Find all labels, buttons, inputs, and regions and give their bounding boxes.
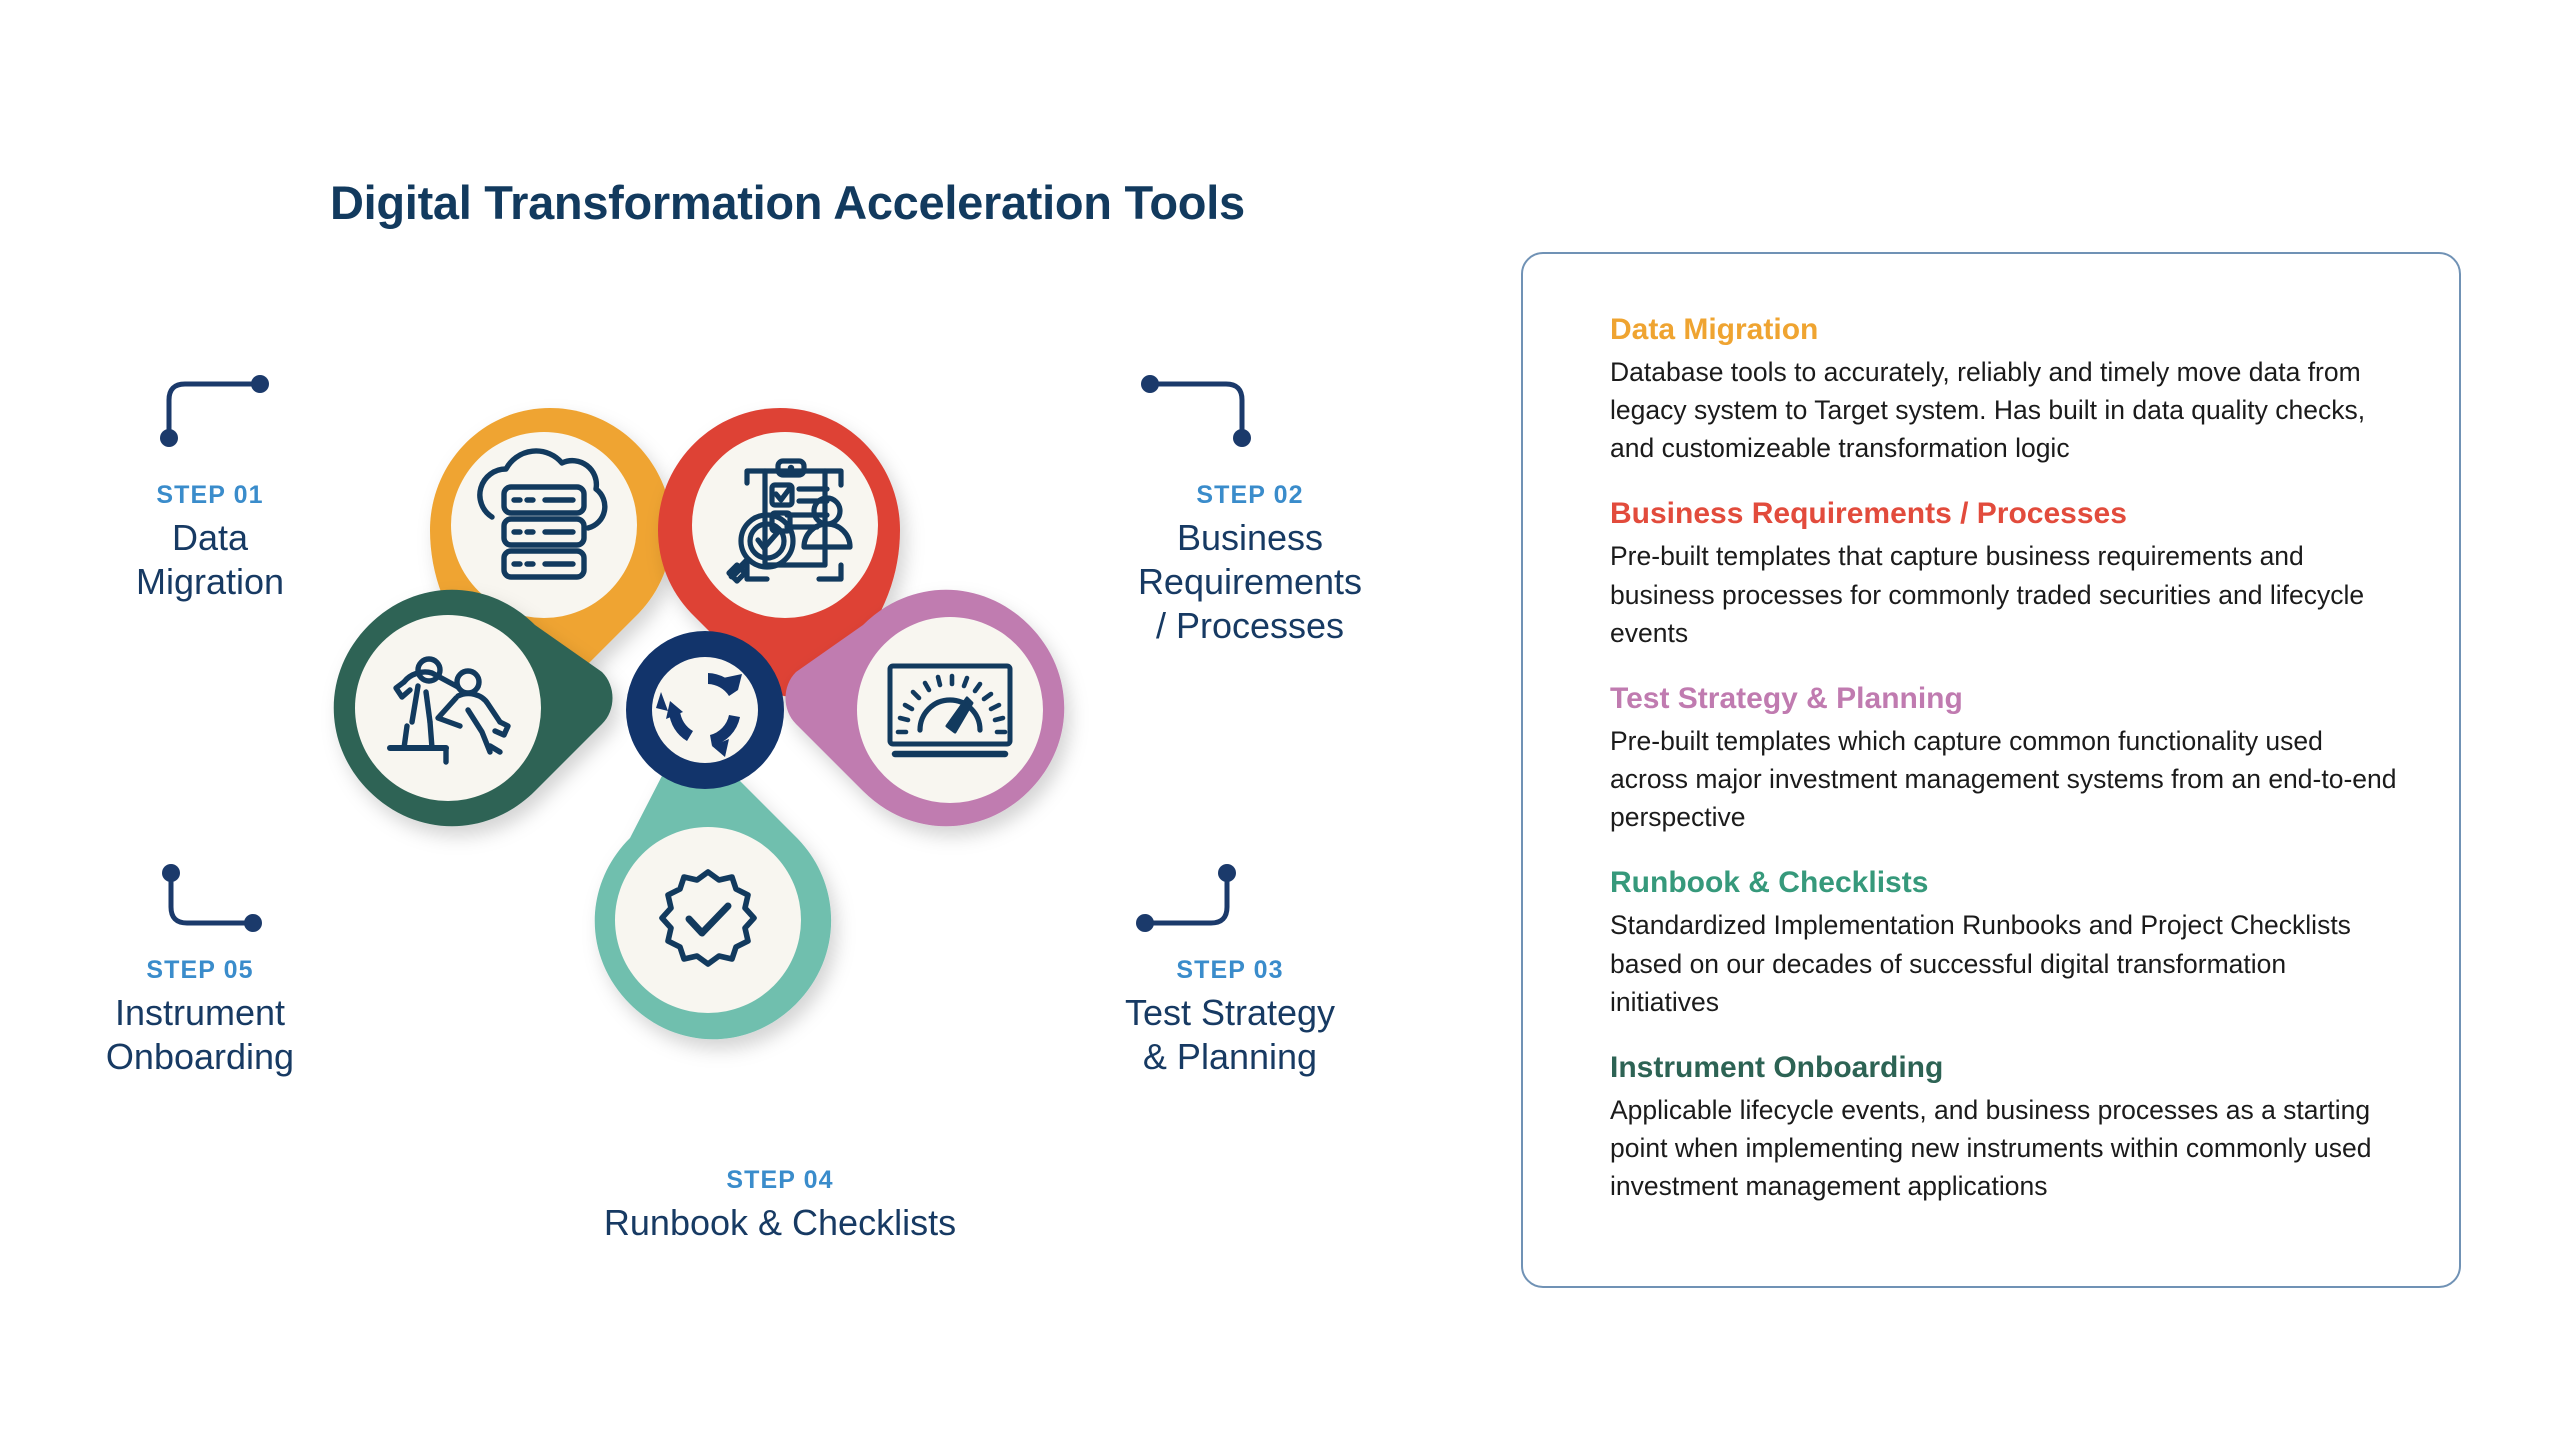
badge-check-rosette-icon	[659, 869, 757, 967]
step-04-kicker: STEP 04	[726, 1166, 834, 1194]
connector-step01	[166, 381, 263, 439]
detail-body-instrument-onboarding: Applicable lifecycle events, and busines…	[1610, 1094, 2372, 1202]
connector-step03-dot-inner	[1136, 914, 1154, 932]
step-02-name-line-1: Business	[1176, 517, 1324, 558]
connector-step03	[1142, 872, 1230, 926]
detail-heading-instrument-onboarding: Instrument Onboarding	[1610, 1050, 1944, 1084]
cloud-database-server-icon	[477, 448, 608, 580]
step-01-kicker: STEP 01	[156, 481, 264, 509]
petal-step03-inner	[857, 617, 1043, 803]
step-02-name: Business Requirements / Processes	[1080, 516, 1420, 648]
step-05-name: Instrument Onboarding	[40, 991, 360, 1079]
step-03-name-line-1: Test Strategy	[1124, 992, 1336, 1033]
detail-body-business-requirements: Pre-built templates that capture busines…	[1610, 541, 2365, 648]
detail-heading-data-migration: Data Migration	[1610, 313, 1819, 346]
step-label-05[interactable]: STEP 05 Instrument Onboarding	[40, 955, 360, 1079]
detail-heading-runbook-checklists: Runbook & Checklists	[1610, 866, 1929, 900]
step-label-01[interactable]: STEP 01 Data Migration	[60, 480, 360, 604]
petal-step01-inner	[451, 432, 637, 618]
detail-heading-test-strategy: Test Strategy & Planning	[1610, 681, 1963, 715]
step-05-kicker: STEP 05	[146, 956, 254, 984]
page-title: Digital Transformation Acceleration Tool…	[330, 176, 1245, 229]
step-01-name-line-1: Data	[171, 517, 249, 558]
step-05-name-line-2: Onboarding	[105, 1035, 295, 1077]
step-03-name-line-2: & Planning	[1142, 1035, 1318, 1077]
step-03-name: Test Strategy & Planning	[1060, 991, 1400, 1079]
people-helping-hand-icon	[387, 656, 511, 765]
step-04-name-line-1: Runbook & Checklists	[603, 1202, 957, 1243]
step-01-name-line-2: Migration	[135, 560, 285, 602]
monitor-gauge-speedometer-icon	[887, 663, 1013, 758]
detail-section-business-requirements: Business Requirements / Processes Pre-bu…	[1610, 494, 2400, 651]
detail-heading-business-requirements: Business Requirements / Processes	[1610, 497, 2127, 531]
connector-step05-dot-inner	[244, 914, 262, 932]
details-panel	[1521, 252, 2461, 1288]
detail-body-runbook-checklists: Standardized Implementation Runbooks and…	[1610, 910, 2351, 1017]
connector-step02	[1147, 381, 1245, 439]
step-03-kicker: STEP 03	[1176, 956, 1284, 984]
recycle-refresh-arrows-icon	[656, 673, 742, 757]
petal-step04-inner	[615, 827, 801, 1013]
detail-section-instrument-onboarding: Instrument Onboarding Applicable lifecyc…	[1610, 1048, 2400, 1205]
connector-step05-dot-outer	[162, 864, 180, 882]
detail-section-runbook-checklists: Runbook & Checklists Standardized Implem…	[1610, 863, 2400, 1020]
step-05-name-line-1: Instrument	[114, 992, 286, 1033]
detail-section-data-migration: Data Migration Database tools to accurat…	[1610, 310, 2400, 467]
detail-body-data-migration: Database tools to accurately, reliably a…	[1610, 357, 2366, 464]
connector-step02-dot-outer	[1233, 429, 1251, 447]
step-label-03[interactable]: STEP 03 Test Strategy & Planning	[1060, 955, 1400, 1079]
petal-diagram	[120, 300, 1440, 1300]
connector-step01-dot-inner	[251, 375, 269, 393]
detail-body-test-strategy: Pre-built templates which capture common…	[1610, 725, 2397, 833]
connector-step05	[168, 872, 256, 926]
center-hub[interactable]	[626, 631, 784, 789]
step-02-name-line-3: / Processes	[1155, 604, 1345, 646]
step-02-kicker: STEP 02	[1196, 481, 1304, 509]
detail-section-test-strategy: Test Strategy & Planning Pre-built templ…	[1610, 679, 2400, 836]
connector-step02-dot-inner	[1141, 375, 1159, 393]
details-panel-content: Data Migration Database tools to accurat…	[1610, 310, 2400, 1205]
step-label-04[interactable]: STEP 04 Runbook & Checklists	[500, 1165, 1060, 1245]
connector-step03-dot-outer	[1218, 864, 1236, 882]
clipboard-checklist-person-magnifier-icon	[726, 458, 853, 584]
step-label-02[interactable]: STEP 02 Business Requirements / Processe…	[1080, 480, 1420, 648]
connector-step01-dot-outer	[160, 429, 178, 447]
step-04-name: Runbook & Checklists	[500, 1201, 1060, 1245]
step-02-name-line-2: Requirements	[1137, 560, 1363, 602]
step-01-name: Data Migration	[60, 516, 360, 604]
